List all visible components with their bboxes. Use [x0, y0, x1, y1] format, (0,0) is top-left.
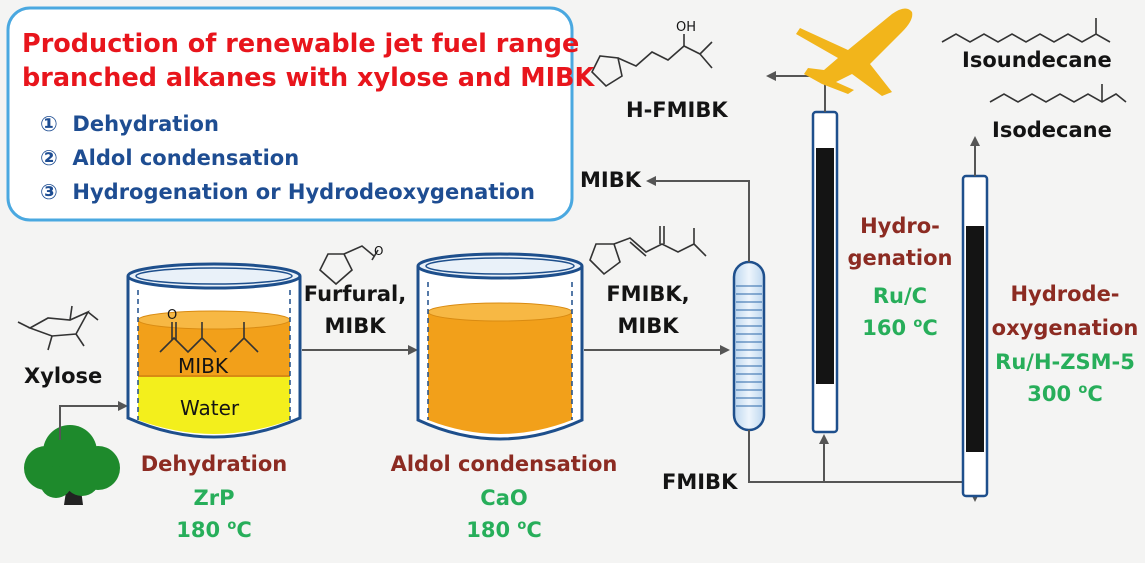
step-1-text: Dehydration — [72, 112, 219, 136]
step-1-marker: ① — [40, 112, 58, 136]
arrow-to-hdo — [749, 481, 980, 502]
ketone-oxygen-label: O — [167, 308, 178, 323]
aldehyde-oxygen-label: O — [374, 244, 384, 258]
furfural-molecule — [319, 245, 379, 286]
reactor-hydrogenation — [811, 110, 839, 434]
hydrogenation-temp-unit: C — [922, 316, 938, 340]
reactor2-catalyst: CaO — [480, 486, 528, 510]
feed-arrow — [59, 401, 128, 440]
reactor-dehydration — [126, 262, 302, 439]
isodecane-label: Isodecane — [992, 118, 1112, 142]
mibk-recycle-label: MIBK — [580, 168, 641, 192]
stream1-line2: MIBK — [324, 314, 386, 338]
distillation-column — [732, 260, 766, 432]
reactor1-temp-degree: o — [227, 518, 237, 533]
reactor-hdo — [961, 174, 989, 498]
h-fmibk-label: H-FMIBK — [626, 98, 728, 122]
hdo-name-1: Hydrode- — [1010, 282, 1120, 306]
hdo-temperature: 300 oC — [990, 382, 1140, 406]
reactor2-temp-value: 180 — [466, 518, 511, 542]
hdo-temp-unit: C — [1087, 382, 1103, 406]
fmibk-molecule — [589, 226, 707, 276]
hdo-catalyst: Ru/H-ZSM-5 — [995, 350, 1135, 374]
step-3-text: Hydrogenation or Hydrodeoxygenation — [72, 180, 535, 204]
reactor2-temperature: 180 oC — [388, 518, 620, 542]
isodecane-molecule — [989, 84, 1127, 103]
hydrogenation-temp-value: 160 — [862, 316, 907, 340]
step-3-marker: ③ — [40, 180, 58, 204]
reactor1-temperature: 180 oC — [134, 518, 294, 542]
reactor2-name: Aldol condensation — [390, 452, 618, 476]
airplane-icon — [796, 8, 913, 97]
arrow-mibk-out — [646, 176, 750, 262]
reactor-aldol — [416, 252, 584, 441]
arrow-h-fmibk — [766, 71, 826, 112]
reactor2-temp-unit: C — [526, 518, 542, 542]
hydrogenation-catalyst: Ru/C — [872, 284, 928, 308]
upper-phase-label: MIBK — [178, 354, 228, 378]
hydroxyl-label: OH — [676, 20, 697, 35]
title-line-1: Production of renewable jet fuel range — [22, 29, 580, 59]
reactor1-name: Dehydration — [140, 452, 288, 476]
hydrogenation-temperature: 160 oC — [840, 316, 960, 340]
hydrogenation-name-1: Hydro- — [860, 214, 940, 238]
hydrogenation-temp-degree: o — [913, 316, 923, 331]
tree-icon — [24, 425, 120, 505]
isoundecane-label: Isoundecane — [962, 48, 1112, 72]
hdo-temp-value: 300 — [1027, 382, 1072, 406]
step-1: ① Dehydration — [40, 112, 219, 136]
reactor1-temp-value: 180 — [176, 518, 221, 542]
isoundecane-molecule — [941, 18, 1111, 43]
reactor2-temp-degree: o — [517, 518, 527, 533]
step-2: ② Aldol condensation — [40, 146, 299, 170]
hydrogenation-name-2: genation — [847, 246, 953, 270]
info-box — [6, 6, 574, 222]
title-line-2: branched alkanes with xylose and MIBK — [22, 63, 595, 93]
reactor1-temp-unit: C — [236, 518, 252, 542]
xylose-molecule — [17, 305, 99, 351]
hdo-name-2: oxygenation — [991, 316, 1139, 340]
step-2-text: Aldol condensation — [72, 146, 300, 170]
stream2-line1: FMIBK, — [606, 282, 690, 306]
step-2-marker: ② — [40, 146, 58, 170]
lower-phase-label: Water — [180, 396, 240, 420]
xylose-label: Xylose — [24, 364, 103, 388]
arrow-to-hydrogenation — [748, 430, 829, 483]
stream2-line2: MIBK — [617, 314, 679, 338]
hdo-temp-degree: o — [1078, 382, 1088, 397]
step-3: ③ Hydrogenation or Hydrodeoxygenation — [40, 180, 535, 204]
reactor1-catalyst: ZrP — [193, 486, 235, 510]
stream1-line1: Furfural, — [303, 282, 407, 306]
h-fmibk-molecule — [591, 34, 713, 88]
fmibk-bottom-label: FMIBK — [662, 470, 738, 494]
